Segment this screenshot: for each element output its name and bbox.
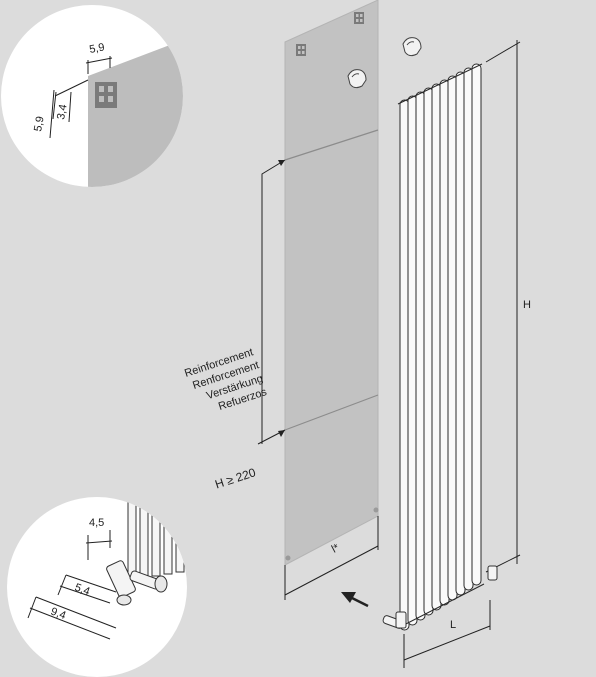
reinforcement-line-bottom [284, 394, 379, 431]
mounting-panel [284, 0, 379, 566]
radiator-height-label: H [523, 299, 531, 311]
radiator-height-dimension [485, 40, 521, 573]
mounting-hole-left [296, 44, 306, 56]
panel-width-label: l* [330, 542, 342, 556]
wall-bracket-left [347, 69, 367, 89]
top-dim-height-inner: 3,4 [55, 103, 69, 120]
radiator-width-label: L [450, 619, 456, 631]
panel-width-dimension [284, 516, 379, 600]
reinforcement-line-top [284, 129, 379, 161]
top-dim-height-outer: 5,9 [32, 115, 46, 132]
top-detail-circle: 5,9 5,9 3,4 [1, 5, 183, 187]
bottom-dim-top: 4,5 [89, 517, 104, 529]
top-dim-width: 5,9 [88, 41, 105, 55]
mounting-hole-right [354, 12, 364, 24]
wall-bracket-right [402, 37, 422, 57]
screw-dot-right [373, 507, 379, 513]
reinforcement-labels: Reinforcement Renforcement Verstärkung R… [183, 346, 269, 413]
bottom-dim-bottom: 9,4 [49, 606, 67, 623]
bottom-detail-circle: 4,5 5,4 9,4 [7, 497, 187, 677]
placement-arrow [341, 592, 369, 608]
height-min-bracket [257, 159, 286, 445]
radiator-width-dimension [403, 600, 491, 668]
valve-right [487, 565, 498, 581]
radiator-bottom-header [397, 583, 485, 629]
bottom-dim-mid: 5,4 [73, 582, 91, 599]
radiator-tube [471, 63, 482, 586]
height-min-label: H ≥ 220 [213, 465, 258, 491]
screw-dot-left [285, 555, 291, 561]
radiator-top-header [397, 63, 483, 105]
detail-mounting-hole [95, 82, 117, 108]
radiator-body [397, 63, 485, 631]
valve-left [382, 611, 407, 629]
